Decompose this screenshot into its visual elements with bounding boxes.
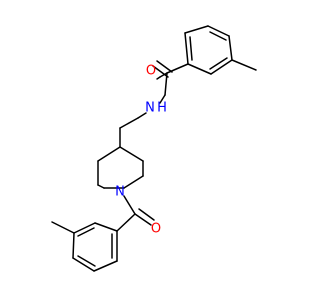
bond — [159, 72, 168, 78]
bond — [94, 222, 118, 232]
bond — [119, 146, 144, 162]
bond — [231, 59, 257, 71]
bond — [184, 25, 209, 34]
oxygen-atom-label: O — [146, 64, 156, 79]
bond — [119, 117, 139, 129]
bond — [116, 213, 136, 232]
bond — [72, 257, 95, 272]
bond — [77, 227, 95, 237]
bond — [123, 175, 144, 189]
bond — [207, 25, 230, 37]
bond — [97, 146, 121, 162]
bond — [73, 222, 96, 234]
oxygen-atom-label: O — [151, 222, 161, 237]
nitrogen-atom-label: N — [115, 185, 125, 200]
bond — [189, 36, 193, 61]
atom-labels: O N H N O — [115, 64, 167, 237]
hydrogen-atom-label: H — [157, 101, 167, 116]
bond — [184, 32, 189, 65]
bond — [134, 213, 152, 226]
bond — [123, 195, 136, 215]
bond — [93, 260, 118, 272]
bond — [156, 76, 161, 80]
bond — [156, 60, 173, 73]
bond — [97, 184, 105, 189]
nitrogen-atom-label: N — [145, 101, 155, 116]
bond — [166, 63, 189, 74]
bond — [137, 112, 147, 119]
bond — [210, 59, 233, 75]
bond — [51, 221, 75, 234]
bond — [72, 232, 75, 259]
molecule-structure: O N H N O — [51, 25, 257, 272]
bond — [77, 255, 96, 267]
bond — [187, 63, 212, 75]
bond — [138, 208, 155, 221]
bond — [164, 72, 168, 96]
bonds — [51, 25, 257, 272]
bond — [159, 94, 166, 104]
bond — [209, 57, 228, 70]
bond — [209, 31, 227, 41]
bond — [228, 35, 233, 61]
bond — [152, 65, 169, 78]
